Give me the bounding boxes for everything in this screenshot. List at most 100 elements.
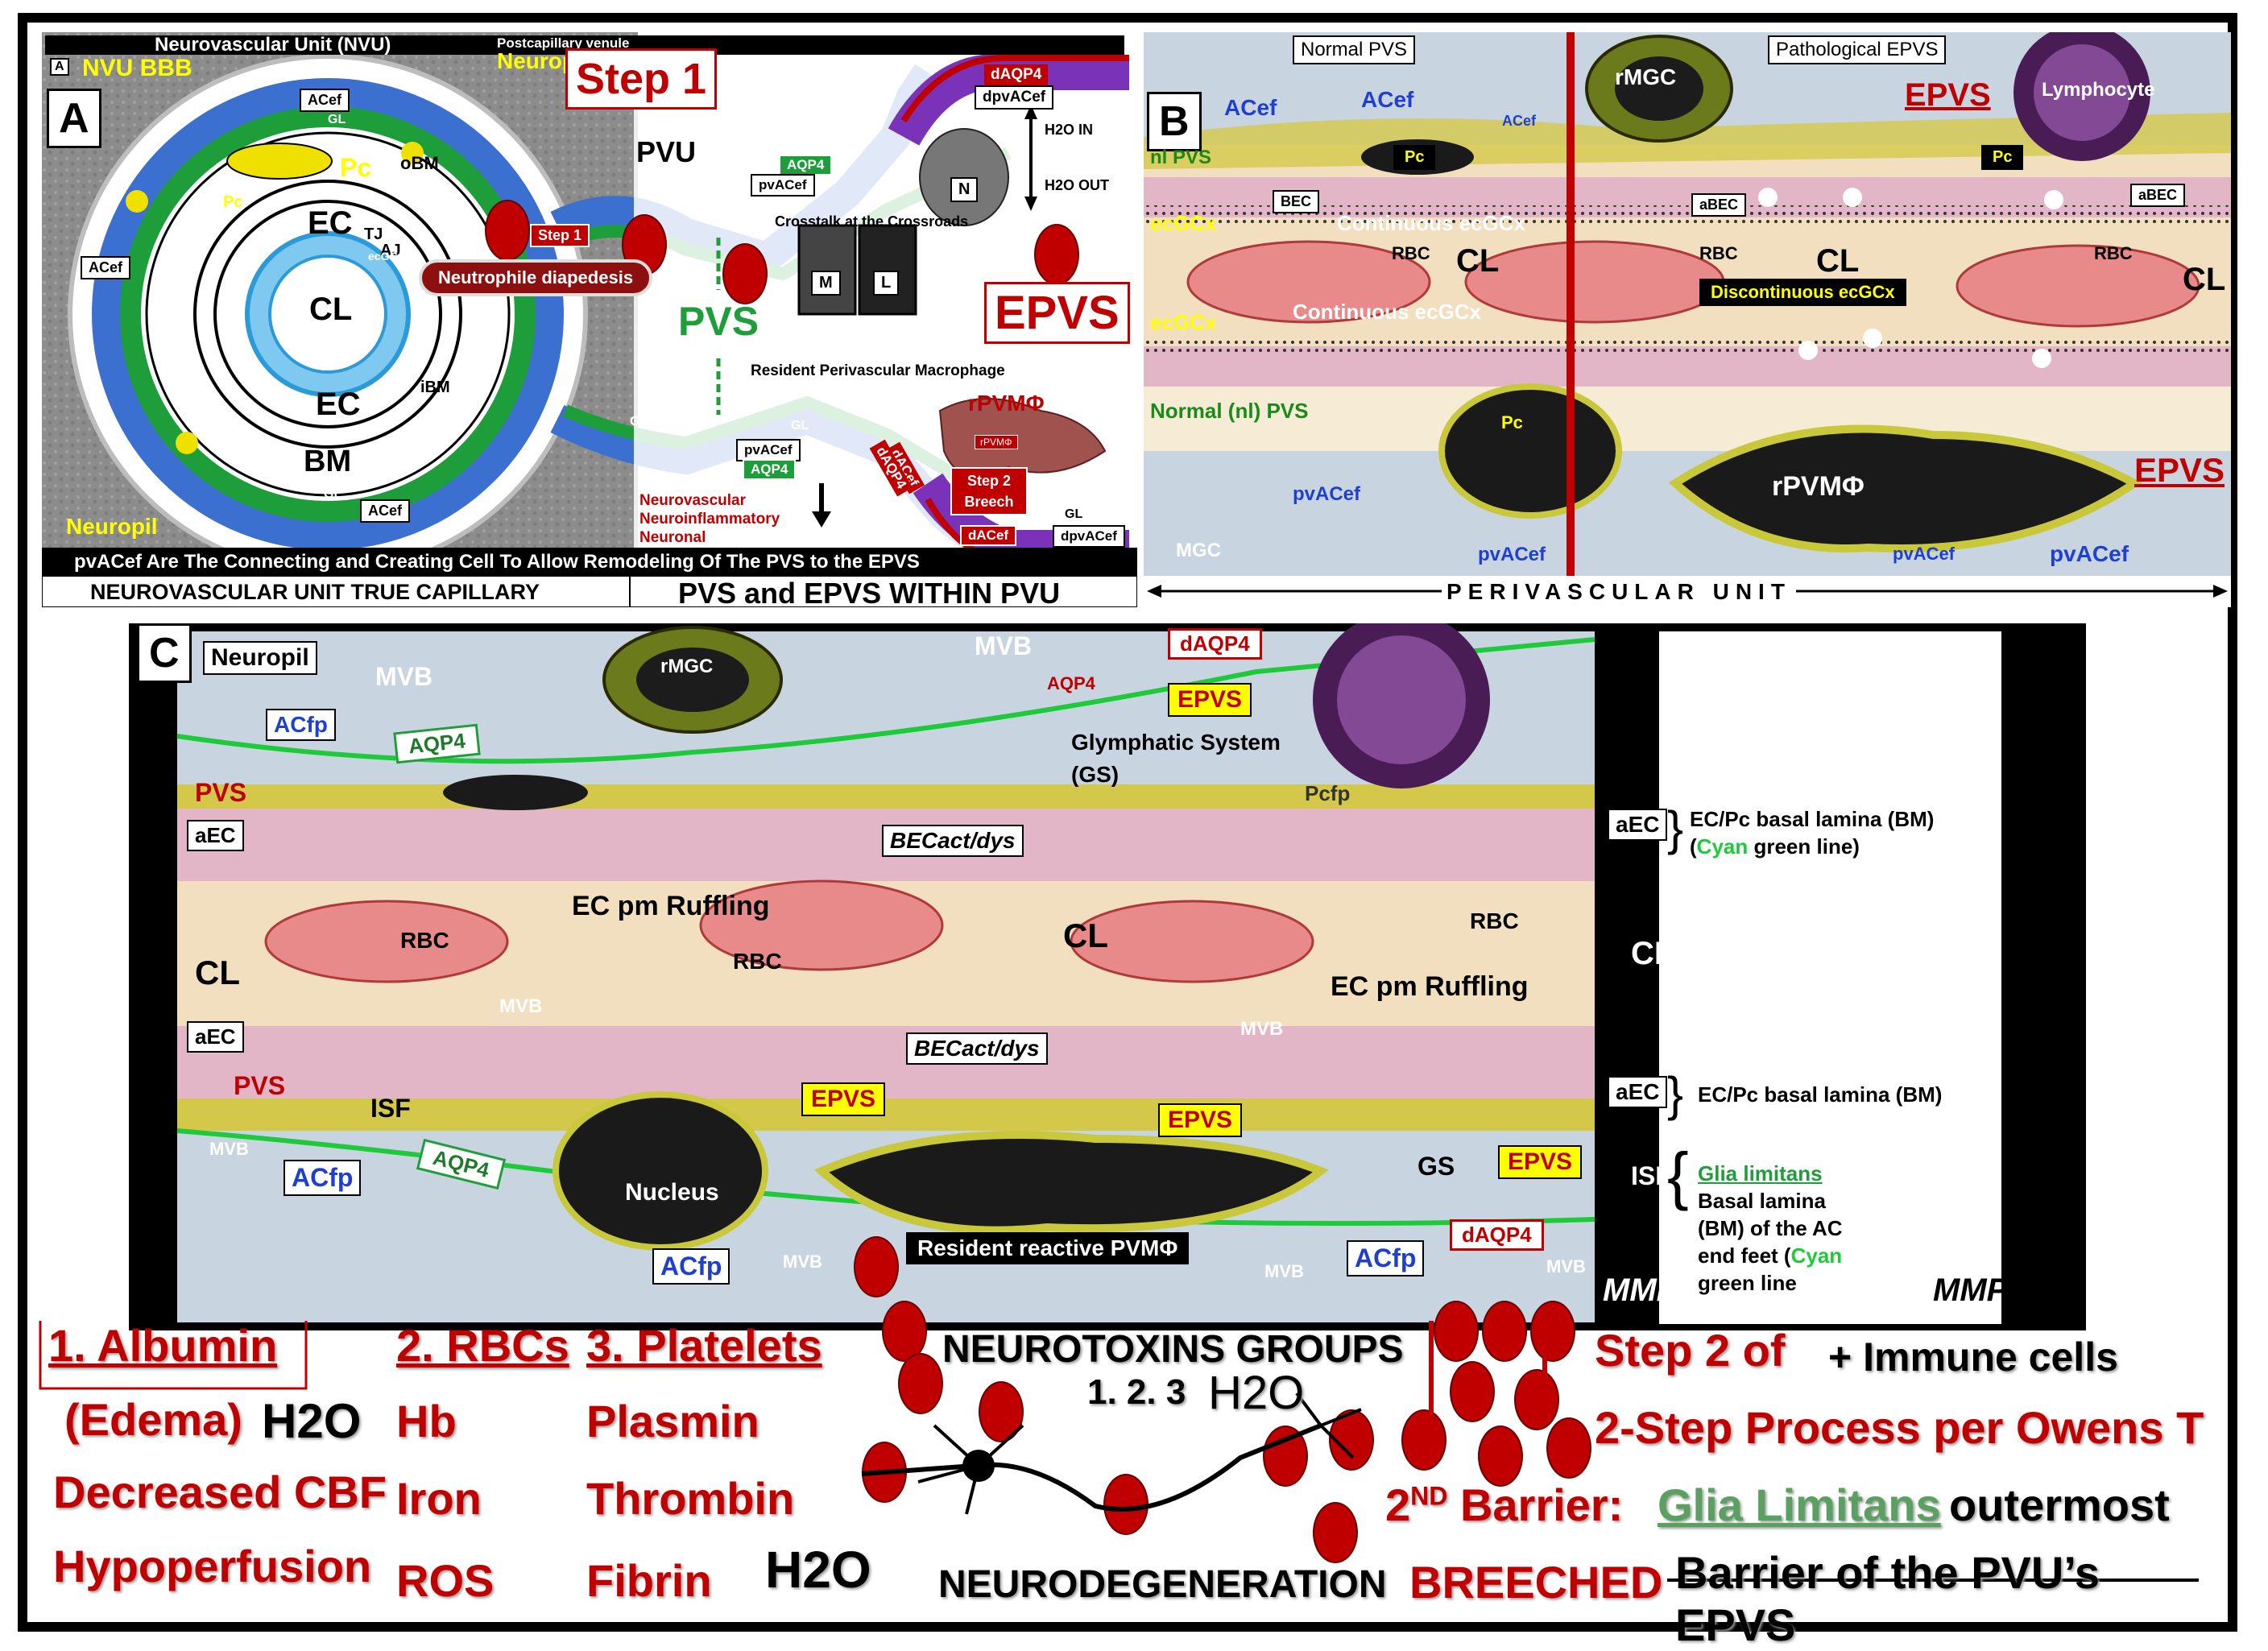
- neurotoxins-text: NEUROTOXINS GROUPS: [942, 1328, 1404, 1371]
- legend-glia-cyan: Cyan: [1790, 1243, 1843, 1268]
- pcfp-label: Pcfp: [1305, 781, 1351, 805]
- outermost-text: outermost: [1949, 1479, 2170, 1530]
- rpvm-label: rPVMΦ: [968, 391, 1045, 416]
- pvacef-b-1: pvACef: [1293, 483, 1361, 505]
- aqp4-tag-2: AQP4: [743, 459, 797, 480]
- neutrophile-diapedesis-label: Neutrophile diapedesis: [419, 259, 653, 296]
- legend-bm-1-post: green line): [1748, 834, 1860, 859]
- ecgcx-label: ecGCx: [368, 250, 404, 263]
- pvacef-b-3: pvACef: [1893, 544, 1956, 564]
- continuous-ecgcx-2: Continuous ecGCx: [1293, 300, 1482, 324]
- mmps-c-1: MMPs: [1603, 1272, 1696, 1308]
- pvacef-tag-1: pvACef: [751, 174, 815, 197]
- gl-label-2: GL: [324, 487, 342, 501]
- pc-label: Pc: [340, 153, 372, 182]
- rbc-b-2: RBC: [1699, 243, 1738, 263]
- ros-text: ROS: [396, 1555, 495, 1606]
- drop-b15: [1401, 1409, 1446, 1471]
- pathological-epvs-label: Pathological EPVS: [1768, 35, 1947, 64]
- two-step-text: 2-Step Process per Owens T: [1595, 1402, 2204, 1453]
- acef-label-1: ACef: [300, 89, 350, 112]
- gl-label-5: GL: [896, 173, 914, 187]
- epvs-b-right: EPVS: [2134, 451, 2225, 489]
- neurovascular-text: Neurovascular: [639, 492, 747, 509]
- bec-label: BEC: [1273, 190, 1320, 213]
- panel-c-letter: C: [137, 623, 192, 683]
- pvacef-b-4: pvACef: [2050, 541, 2129, 566]
- mvb-c-mid: MVB: [499, 995, 543, 1017]
- neuropil-bottom-label: Neuropil: [66, 514, 158, 539]
- acfp-c-bottom-2: ACfp: [652, 1248, 730, 1285]
- nucleus-label: Nucleus: [625, 1179, 719, 1206]
- cl-b-3: CL: [2183, 262, 2226, 297]
- h2o-bottom-3: H2O: [1208, 1367, 1305, 1419]
- aec-c-1: aEC: [187, 820, 244, 851]
- neuropil-c-label: Neuropil: [203, 641, 317, 675]
- gl-label-3: GL: [638, 185, 656, 199]
- breeched-text: BREECHED: [1409, 1557, 1663, 1608]
- aqp4-c-top: AQP4: [1047, 673, 1095, 693]
- legend-brace-1: }: [1667, 801, 1684, 855]
- abec-label-2: aBEC: [2130, 184, 2186, 207]
- step1-box: Step 1: [565, 48, 718, 110]
- epvs-c-2: EPVS: [1158, 1103, 1243, 1137]
- ecgcx-b-left-2: ecGCx: [1150, 310, 1217, 334]
- mvb-c-top: MVB: [375, 662, 433, 691]
- ec-pm-ruffling-2: EC pm Ruffling: [1331, 971, 1529, 1002]
- nvu-bbb-label: NVU BBB: [82, 55, 192, 81]
- step2-breech-tag: Step 2 Breech: [950, 467, 1028, 515]
- pc-b-2: Pc: [1981, 145, 2024, 170]
- postcap-label: Postcapillary venule: [497, 35, 630, 51]
- second-number: 2: [1385, 1479, 1411, 1530]
- legend-aec-2: aEC: [1608, 1076, 1668, 1108]
- daqp4-c-top: dAQP4: [1168, 628, 1262, 660]
- gl-label-6: GL: [791, 419, 809, 432]
- panel-b-letter: B: [1147, 92, 1202, 151]
- nvu-top-label: Neurovascular Unit (NVU): [155, 34, 391, 56]
- glymphatic-label: Glymphatic System: [1071, 730, 1281, 755]
- barrier-word: Barrier:: [1459, 1479, 1624, 1530]
- neuronal-text: Neuronal: [639, 529, 706, 546]
- gl-label-4: GL: [630, 415, 648, 428]
- legend-bm-1-line-b: (Cyan green line): [1690, 833, 1934, 860]
- pc-b-3: Pc: [1501, 412, 1523, 432]
- plasmin-text: Plasmin: [586, 1396, 759, 1446]
- neurodegeneration-text: NEURODEGENERATION: [938, 1563, 1387, 1606]
- panel-a-small-letter: A: [50, 58, 69, 76]
- legend-glia-line-2: (BM) of the AC: [1698, 1216, 1843, 1240]
- legend-brace-2: }: [1667, 1067, 1684, 1121]
- fibrin-text: Fibrin: [586, 1555, 712, 1606]
- panel-a-footer-left: NEUROVASCULAR UNIT TRUE CAPILLARY: [90, 580, 540, 604]
- resident-macrophage-label: Resident Perivascular Macrophage: [751, 362, 1005, 379]
- panel-c: C Neuropil MVB MVB rMGC dAQP4 AQP4 ACfp …: [129, 623, 2086, 1330]
- rmgc-c-label: rMGC: [660, 656, 714, 677]
- mvb-c-mid-2: MVB: [1240, 1018, 1284, 1040]
- panel-b-diagram: [1144, 32, 2231, 607]
- perivascular-unit-footer: PERIVASCULAR UNIT: [1442, 579, 1796, 605]
- immune-cells-text: + Immune cells: [1828, 1334, 2118, 1380]
- aj-label: AJ: [380, 242, 401, 259]
- ec-bottom-label: EC: [316, 387, 361, 422]
- discontinuous-ecgcx: Discontinuous ecGCx: [1699, 279, 1906, 306]
- pvs-label: PVS: [678, 299, 759, 344]
- h2o-in-label: H2O IN: [1045, 122, 1094, 138]
- daqp4-c-bottom: dAQP4: [1450, 1219, 1544, 1251]
- neutrophil-drop-4: [1034, 224, 1079, 285]
- becact-c-1: BECact/dys: [882, 825, 1024, 857]
- acfp-c-top: ACfp: [266, 709, 336, 741]
- mvb-c-top-2: MVB: [975, 631, 1033, 660]
- acfp-c-bottom-3: ACfp: [1347, 1240, 1425, 1277]
- neuroinflammatory-text: Neuroinflammatory: [639, 511, 780, 528]
- pvu-label: PVU: [636, 135, 697, 168]
- neuro-lines: Neurovascular Neuroinflammatory Neuronal: [639, 491, 780, 547]
- rpvm-b-label: rPVMΦ: [1772, 471, 1864, 502]
- cl-b-1: CL: [1456, 243, 1500, 279]
- pvacef-tag-2: pvACef: [736, 439, 801, 461]
- legend-bm-1-pre: (: [1690, 834, 1697, 859]
- daqp4-tag: dAQP4: [984, 64, 1049, 85]
- neutrophil-drop-1: [485, 200, 530, 261]
- drop-b3: [898, 1353, 943, 1414]
- h2o-bottom-2: H2O: [765, 1541, 871, 1599]
- legend-glia-title: Glia limitans: [1698, 1161, 1823, 1185]
- obm-label: oBM: [400, 153, 439, 173]
